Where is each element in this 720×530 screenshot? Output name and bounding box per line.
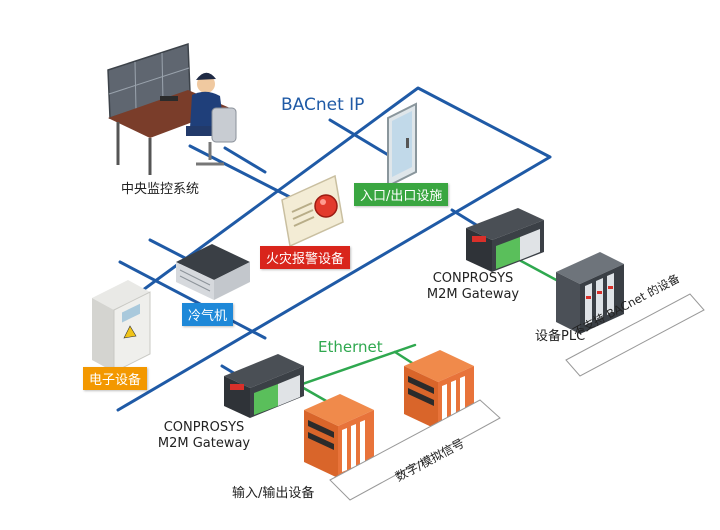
central-monitoring-label: 中央监控系统 xyxy=(121,182,200,197)
gateway-top-type: M2M Gateway xyxy=(426,287,520,302)
io-device-label: 输入/输出设备 xyxy=(232,486,315,501)
bacnet-ip-label: BACnet IP xyxy=(281,95,365,115)
io-device-front-illustration xyxy=(304,394,374,478)
digital-analog-banner xyxy=(329,399,501,501)
electrical-equipment-tag: 电子设备 xyxy=(83,367,148,390)
gateway-bottom-name: CONPROSYS xyxy=(163,420,245,435)
gateway-bottom-type: M2M Gateway xyxy=(157,436,251,451)
fire-alarm-tag: 火灾报警设备 xyxy=(260,246,351,269)
bacnet-branch-door xyxy=(328,118,392,158)
monitoring-workstation-illustration xyxy=(107,42,237,175)
plc-device-label: 设备PLC xyxy=(535,329,586,344)
ethernet-label: Ethernet xyxy=(318,338,383,356)
plc-rack-illustration xyxy=(556,252,624,334)
gateway-bottom-illustration xyxy=(224,354,304,418)
bacnet-trunk-upper xyxy=(96,86,552,412)
gateway-top-label: CONPROSYS M2M Gateway xyxy=(421,271,525,303)
bacnet-branch-ac xyxy=(148,238,187,260)
door-illustration xyxy=(387,102,417,188)
air-conditioner-illustration xyxy=(176,244,250,300)
bacnet-bus-lower xyxy=(118,260,267,340)
gateway-top-name: CONPROSYS xyxy=(432,271,514,286)
gateway-bottom-label: CONPROSYS M2M Gateway xyxy=(152,420,256,452)
air-conditioner-tag: 冷气机 xyxy=(182,303,234,326)
fire-alarm-illustration xyxy=(281,174,344,248)
bacnet-branch-central xyxy=(223,146,267,174)
bacnet-branch-gateway-top xyxy=(450,208,480,228)
electrical-panel-illustration xyxy=(92,280,151,373)
access-equipment-tag: 入口/出口设施 xyxy=(354,183,449,206)
bacnet-network-lines xyxy=(96,86,552,412)
non-bacnet-banner xyxy=(565,293,705,377)
gateway-top-illustration xyxy=(466,208,544,272)
